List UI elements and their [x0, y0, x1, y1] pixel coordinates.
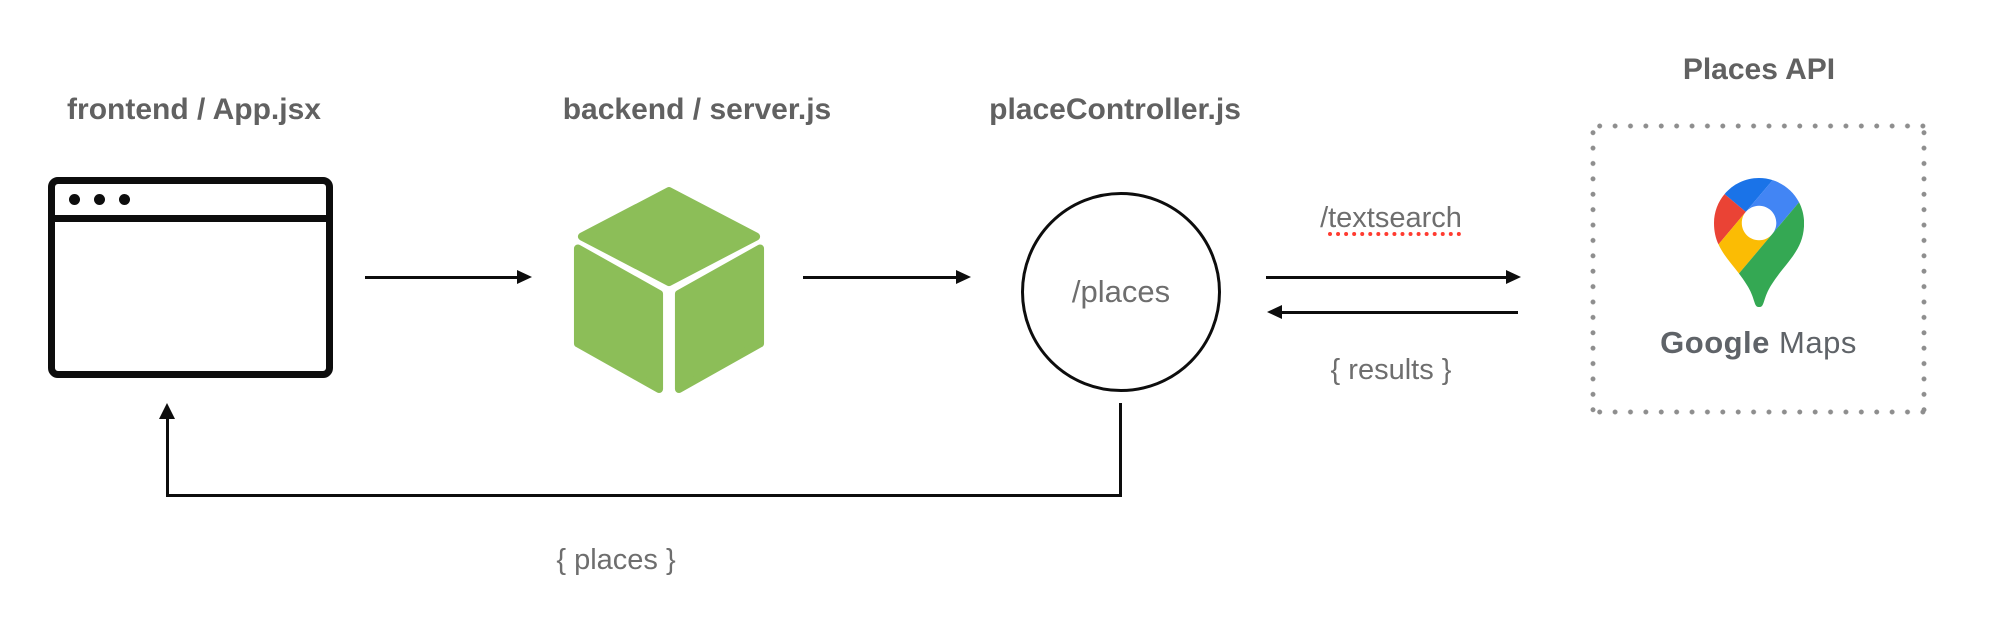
maps-wordmark-text: Maps [1779, 324, 1857, 360]
google-maps-pin-icon [1713, 177, 1804, 307]
arrow-backend-to-controller-head-icon [956, 270, 971, 284]
return-path-bottom-segment [167, 494, 1122, 497]
textsearch-slash: / [1320, 202, 1329, 234]
browser-dot-icon [69, 194, 80, 205]
arrow-api-to-controller-line [1281, 311, 1518, 314]
textsearch-word: textsearch [1328, 202, 1462, 234]
places-return-label: { places } [556, 544, 676, 576]
arrow-controller-to-api-head-icon [1506, 270, 1521, 284]
endpoint-label: /places [1071, 274, 1171, 309]
backend-title: backend / server.js [562, 93, 832, 126]
node-cube-icon [573, 187, 765, 393]
return-path-head-icon [159, 403, 175, 419]
browser-window-icon [48, 177, 333, 378]
endpoint-circle: /places [1021, 192, 1221, 392]
results-label: { results } [1330, 354, 1452, 386]
browser-dot-icon [94, 194, 105, 205]
browser-dot-icon [119, 194, 130, 205]
places-api-box: Google Maps [1590, 123, 1927, 415]
google-maps-wordmark: Google Maps [1660, 325, 1857, 361]
controller-title: placeController.js [989, 93, 1241, 126]
arrow-frontend-to-backend-line [365, 275, 518, 279]
arrow-frontend-to-backend-head-icon [517, 270, 532, 284]
arrow-api-to-controller-head-icon [1267, 305, 1282, 319]
frontend-title: frontend / App.jsx [67, 93, 321, 126]
return-path-left-segment [166, 415, 169, 497]
textsearch-label: /textsearch [1291, 200, 1491, 236]
arrow-backend-to-controller-line [803, 275, 957, 279]
places-api-title: Places API [1682, 53, 1836, 86]
browser-titlebar [55, 184, 326, 222]
google-wordmark-text: Google [1660, 324, 1770, 360]
return-path-right-segment [1119, 403, 1122, 496]
arrow-controller-to-api-line [1266, 275, 1507, 279]
